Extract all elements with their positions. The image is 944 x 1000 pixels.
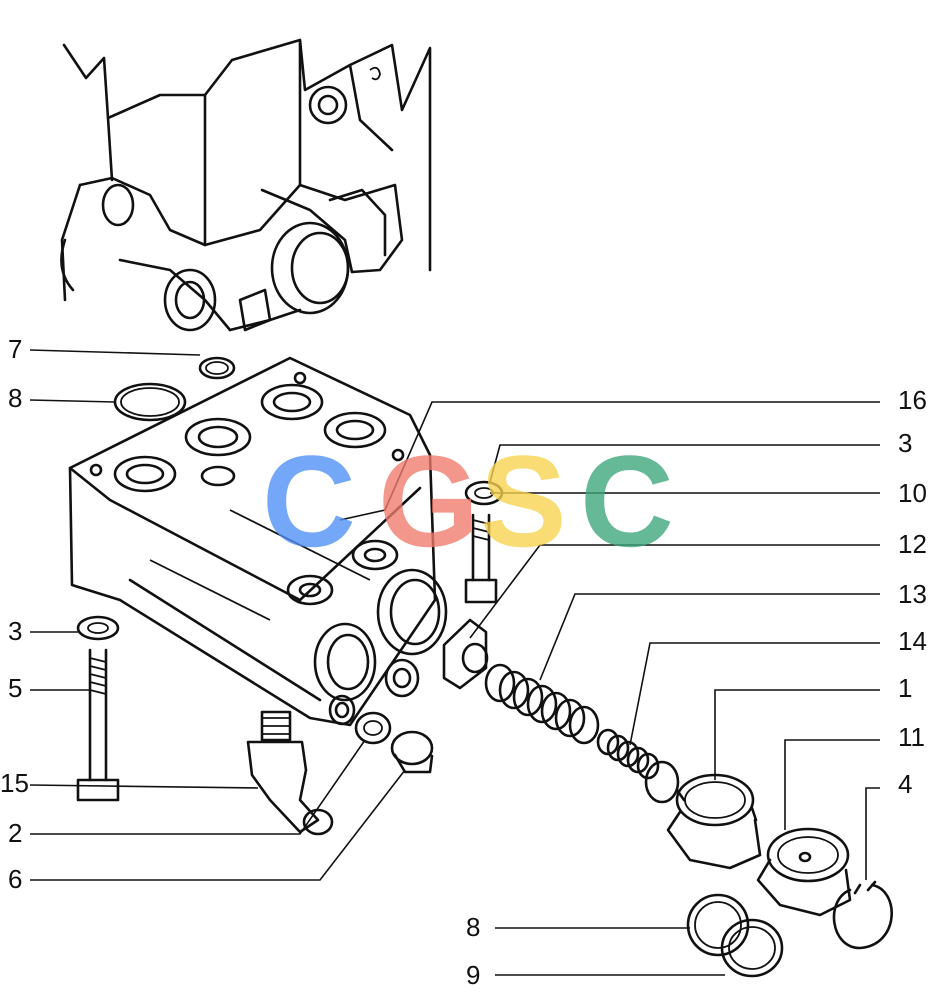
watermark-letter-3: S <box>480 428 567 574</box>
tractor-housing <box>60 38 432 332</box>
seal-8-bottom <box>686 893 750 957</box>
watermark-letter-1: C <box>262 428 356 574</box>
valve-body <box>68 356 448 727</box>
callout-8-bottom: 8 <box>466 912 480 942</box>
callout-7: 7 <box>8 334 22 364</box>
spring-14 <box>596 728 680 804</box>
plug-6 <box>390 730 434 774</box>
callout-11: 11 <box>898 722 925 752</box>
callout-4: 4 <box>898 769 912 799</box>
cgsc-watermark: C G S C <box>262 428 674 574</box>
callout-6: 6 <box>8 864 22 894</box>
watermark-letter-2: G <box>378 428 479 574</box>
plunger-12 <box>442 618 489 690</box>
bolt-10 <box>464 513 498 604</box>
sleeve-1 <box>666 773 762 870</box>
callout-16: 16 <box>898 385 927 415</box>
callout-1: 1 <box>898 673 912 703</box>
elbow-fitting-15 <box>246 710 334 836</box>
o-ring-8 <box>113 382 187 422</box>
callout-labels: 7 8 3 5 15 2 6 16 3 10 12 13 14 1 11 4 8… <box>0 334 927 990</box>
callout-15: 15 <box>0 768 29 798</box>
callout-3-left: 3 <box>8 616 22 646</box>
callout-13: 13 <box>898 579 927 609</box>
leader-lines <box>29 349 880 976</box>
callout-9: 9 <box>466 960 480 990</box>
watermark-letter-4: C <box>580 428 674 574</box>
callout-2: 2 <box>8 818 22 848</box>
callout-12: 12 <box>898 529 927 559</box>
callout-5: 5 <box>8 673 22 703</box>
spring-13 <box>484 663 600 745</box>
seal-9-bottom <box>720 918 784 978</box>
spool-11 <box>756 827 852 917</box>
callout-10: 10 <box>898 478 927 508</box>
circlip-4 <box>832 880 893 950</box>
callout-8-left: 8 <box>8 383 22 413</box>
callout-3-right: 3 <box>898 428 912 458</box>
callout-14: 14 <box>898 626 927 656</box>
seal-ring-7 <box>198 356 236 380</box>
washer-2 <box>354 711 392 745</box>
bolt-5 <box>76 615 120 802</box>
